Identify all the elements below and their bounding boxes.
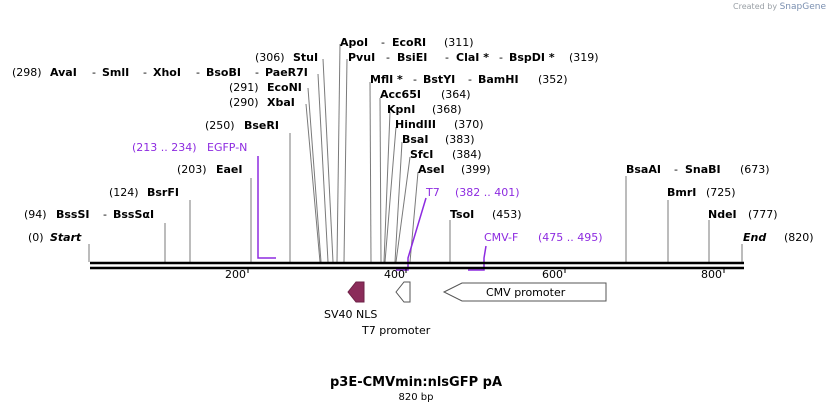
plasmid-title: p3E-CMVmin:nlsGFP pA (330, 375, 502, 390)
primer-t7[interactable]: T7 (425, 186, 440, 199)
ruler-tick-600: 600 (542, 268, 563, 281)
site-pos-eaei: (203) (177, 163, 207, 176)
ruler-ticks (247, 268, 725, 273)
site-pos-bsaai: (673) (740, 163, 770, 176)
site-paer7i[interactable]: PaeR7I (265, 66, 308, 79)
site-pos-apoi: (311) (444, 36, 474, 49)
site-bamhi[interactable]: BamHI (478, 73, 519, 86)
site-kpni[interactable]: KpnI (387, 103, 415, 116)
site-eaei[interactable]: EaeI (216, 163, 243, 176)
site-bsaai[interactable]: BsaAI (626, 163, 661, 176)
site-pos-sfci: (384) (452, 148, 482, 161)
cmv-promoter-label: CMV promoter (486, 286, 566, 299)
site-pos-hindiii: (370) (454, 118, 484, 131)
backbone (90, 261, 744, 270)
end-position: (820) (784, 231, 814, 244)
site-apoi[interactable]: ApoI (340, 36, 368, 49)
snapgene-logo: SnapGene (779, 2, 826, 12)
site-pos-bsssi: (94) (24, 208, 47, 221)
separator: - (103, 208, 107, 221)
site-econi[interactable]: EcoNI (267, 81, 302, 94)
site-pos-bseri: (250) (205, 119, 235, 132)
site-hindiii[interactable]: HindIII (395, 118, 436, 131)
site-bsobi[interactable]: BsoBI (206, 66, 241, 79)
primer-cmv-f-range: (475 .. 495) (538, 231, 603, 244)
site-mfli[interactable]: MflI * (370, 73, 403, 86)
site-asei[interactable]: AseI (418, 163, 445, 176)
site-pos-mfli: (352) (538, 73, 568, 86)
separator: - (386, 51, 390, 64)
site-pos-bmri: (725) (706, 186, 736, 199)
separator: - (255, 66, 259, 79)
site-bsiei[interactable]: BsiEI (397, 51, 427, 64)
site-ecori[interactable]: EcoRI (392, 36, 426, 49)
primer-labels: (213 .. 234) EGFP-N T7 (382 .. 401) CMV-… (132, 141, 603, 244)
site-pos-ndei: (777) (748, 208, 778, 221)
site-stui[interactable]: StuI (293, 51, 318, 64)
site-clai[interactable]: ClaI * (456, 51, 489, 64)
separator: - (413, 73, 417, 86)
site-bsrfi[interactable]: BsrFI (147, 186, 179, 199)
site-pos-econi: (291) (229, 81, 259, 94)
site-bseri[interactable]: BseRI (244, 119, 279, 132)
ruler-tick-200: 200 (225, 268, 246, 281)
site-pos-pvui: (319) (569, 51, 599, 64)
separator: - (499, 51, 503, 64)
sv40-nls-arrow[interactable] (347, 281, 365, 303)
site-pos-bsrfi: (124) (109, 186, 139, 199)
brand-created-by: Created by (733, 2, 778, 11)
separator: - (445, 51, 449, 64)
site-pos-bsai: (383) (445, 133, 475, 146)
restriction-sites: (298) AvaI - SmlI - XhoI - BsoBI - PaeR7… (12, 36, 778, 221)
site-xhoi[interactable]: XhoI (153, 66, 181, 79)
separator: - (468, 73, 472, 86)
site-pos-acc65i: (364) (441, 88, 471, 101)
site-pos-kpni: (368) (432, 103, 462, 116)
site-pvui[interactable]: PvuI (348, 51, 375, 64)
sv40-nls-label: SV40 NLS (324, 308, 377, 321)
end-label[interactable]: End (743, 231, 766, 244)
site-smli[interactable]: SmlI (102, 66, 129, 79)
primer-egfp-range: (213 .. 234) (132, 141, 197, 154)
site-pos-tsoi: (453) (492, 208, 522, 221)
site-bmri[interactable]: BmrI (667, 186, 696, 199)
site-tsoi[interactable]: TsoI (450, 208, 474, 221)
separator: - (674, 163, 678, 176)
separator: - (381, 36, 385, 49)
site-avai[interactable]: AvaI (50, 66, 77, 79)
separator: - (196, 66, 200, 79)
site-bsssai[interactable]: BssSαI (113, 208, 154, 221)
snapgene-brand: Created by SnapGene (733, 2, 826, 12)
cmv-promoter-arrow[interactable] (442, 282, 607, 302)
site-bsssi[interactable]: BssSI (56, 208, 90, 221)
separator: - (92, 66, 96, 79)
start-position: (0) (28, 231, 44, 244)
site-sfci[interactable]: SfcI (410, 148, 433, 161)
site-snabi[interactable]: SnaBI (685, 163, 721, 176)
t7-promoter-label: T7 promoter (361, 324, 431, 337)
site-acc65i[interactable]: Acc65I (380, 88, 421, 101)
site-bsai[interactable]: BsaI (402, 133, 428, 146)
primer-t7-range: (382 .. 401) (455, 186, 520, 199)
site-xbai[interactable]: XbaI (267, 96, 295, 109)
primer-egfp-n[interactable]: EGFP-N (207, 141, 247, 154)
sequence-ends: (0) Start End (820) (28, 231, 814, 244)
separator: - (143, 66, 147, 79)
plasmid-length: 820 bp (399, 392, 434, 403)
primer-cmv-f[interactable]: CMV-F (484, 231, 518, 244)
start-label[interactable]: Start (50, 231, 82, 244)
ruler-tick-400: 400 (384, 268, 405, 281)
site-pos-asei: (399) (461, 163, 491, 176)
ruler-labels: 200 400 600 800 (225, 268, 722, 281)
site-bstyi[interactable]: BstYI (423, 73, 455, 86)
site-ndei[interactable]: NdeI (708, 208, 737, 221)
site-pos-avai: (298) (12, 66, 42, 79)
site-pos-xbai: (290) (229, 96, 259, 109)
t7-promoter-arrow[interactable] (395, 281, 411, 303)
site-bspdi[interactable]: BspDI * (509, 51, 555, 64)
ruler-tick-800: 800 (701, 268, 722, 281)
site-pos-stui: (306) (255, 51, 285, 64)
